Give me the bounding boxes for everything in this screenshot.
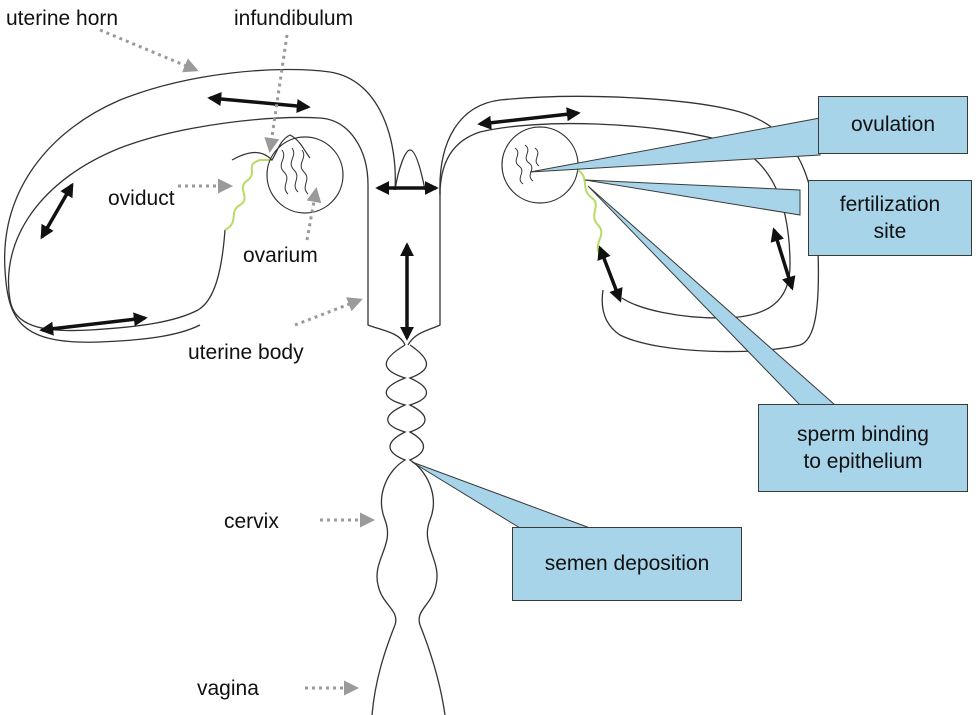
movement-arrows [42, 98, 792, 338]
left-oviduct [225, 160, 272, 230]
right-oviduct [578, 170, 601, 255]
label-ovarium: ovarium [243, 245, 318, 266]
callout-semen-deposition-text: semen deposition [545, 550, 710, 577]
left-ovary-folds [281, 148, 308, 194]
label-oviduct: oviduct [108, 188, 175, 209]
horn-septum [395, 150, 425, 190]
left-uterine-horn [8, 117, 368, 330]
callout-fertilization-site-text: fertilization site [840, 191, 940, 246]
callout-fertilization-site: fertilization site [808, 180, 972, 256]
label-uterine-body: uterine body [188, 342, 304, 363]
cervix-right-wall [410, 345, 437, 625]
label-cervix: cervix [224, 511, 279, 532]
callout-sperm-binding-text: sperm binding to epithelium [797, 421, 929, 476]
vagina-outline [372, 625, 445, 715]
callout-sperm-binding: sperm binding to epithelium [758, 404, 968, 492]
callout-semen-deposition: semen deposition [512, 527, 742, 601]
uterine-body-outline [368, 300, 440, 345]
callout-ovulation-text: ovulation [851, 111, 935, 138]
right-ovary-folds [515, 145, 539, 184]
label-vagina: vagina [197, 678, 259, 699]
label-uterine-horn: uterine horn [6, 8, 118, 29]
callout-ovulation: ovulation [818, 96, 968, 154]
cervix-left-wall [377, 345, 405, 625]
left-ovary [267, 137, 343, 213]
left-uterine-horn-outer [5, 69, 396, 342]
label-infundibulum: infundibulum [234, 8, 353, 29]
